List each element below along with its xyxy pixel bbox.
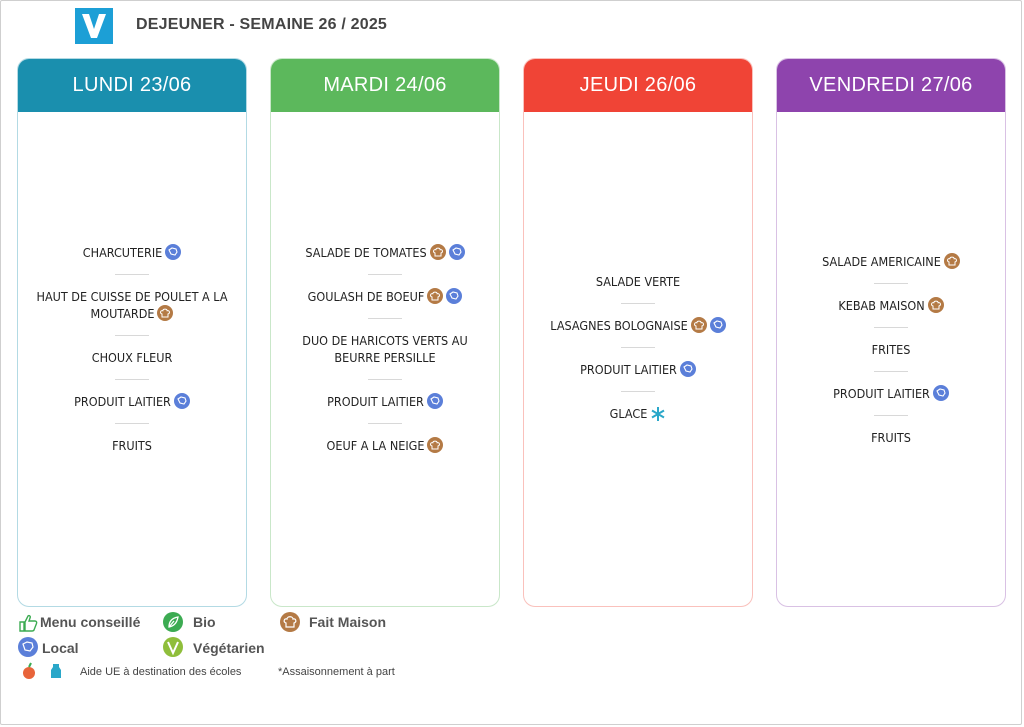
ue-school-aid-icon	[650, 406, 666, 426]
page-title: DEJEUNER - SEMAINE 26 / 2025	[136, 16, 388, 33]
dish-item: FRUITS	[27, 430, 237, 461]
dish-name: SALADE DE TOMATES	[305, 245, 427, 260]
thumbs-up-icon	[19, 614, 38, 632]
dish-name: OEUF A LA NEIGE	[326, 438, 425, 453]
dish-item: OEUF A LA NEIGE	[280, 430, 490, 461]
day-dishes: SALADE VERTE LASAGNES BOLOGNAISE PRODUIT L…	[524, 112, 752, 606]
dish-name: CHOUX FLEUR	[91, 350, 173, 365]
dish-divider	[874, 326, 908, 328]
day-dishes: SALADE DE TOMATES GOULASH DE BOEUF DUO DE …	[271, 112, 499, 606]
dish-name: SALADE AMERICAINE	[822, 253, 941, 269]
dish-item: GOULASH DE BOEUF	[280, 281, 490, 312]
vegetarian-icon	[163, 637, 183, 657]
dish-name: CHARCUTERIE	[82, 245, 163, 260]
dish-name: GOULASH DE BOEUF	[307, 289, 425, 304]
dish-name: PRODUIT LAITIER	[327, 394, 424, 409]
dish-name: GLACE	[609, 405, 648, 421]
local-icon	[446, 288, 463, 304]
milk-icon	[51, 664, 61, 678]
dish-name: HAUT DE CUISSE DE POULET A LA MOUTARDE	[36, 289, 228, 321]
local-icon	[932, 384, 949, 401]
dish-divider	[368, 379, 402, 380]
local-icon	[426, 393, 443, 409]
dish-item: HAUT DE CUISSE DE POULET A LA MOUTARDE	[27, 281, 237, 329]
fruit-icon	[23, 662, 35, 679]
dish-item: PRODUIT LAITIER	[280, 386, 490, 417]
dish-item: KEBAB MAISON	[786, 290, 996, 321]
chef-hat-icon	[280, 612, 300, 632]
dish-name: FRUITS	[871, 429, 911, 445]
fait-maison-icon	[157, 305, 174, 321]
day-dishes: SALADE AMERICAINE KEBAB MAISON FRITES PRODU…	[777, 112, 1005, 606]
dish-name: PRODUIT LAITIER	[580, 361, 677, 377]
dish-divider	[368, 318, 402, 319]
fait-maison-icon	[427, 288, 444, 304]
fait-maison-icon	[429, 244, 446, 260]
local-icon	[679, 360, 696, 377]
brand-logo	[75, 8, 113, 44]
dish-name: FRITES	[871, 341, 911, 357]
dish-name: PRODUIT LAITIER	[74, 394, 171, 409]
dish-item: FRITES	[786, 334, 996, 365]
dish-name: SALADE VERTE	[595, 273, 681, 289]
day-header: LUNDI 23/06	[18, 59, 246, 112]
local-icon	[165, 244, 182, 260]
fait-maison-icon	[427, 437, 444, 453]
fait-maison-icon	[690, 316, 707, 333]
day-header: MARDI 24/06	[271, 59, 499, 112]
dish-divider	[621, 390, 655, 392]
dish-divider	[621, 302, 655, 304]
dish-item: PRODUIT LAITIER	[786, 378, 996, 409]
bio-icon	[163, 612, 183, 632]
day-header: VENDREDI 27/06	[777, 59, 1005, 112]
local-icon	[18, 637, 38, 657]
dish-item: CHOUX FLEUR	[27, 342, 237, 373]
dish-item: PRODUIT LAITIER	[27, 386, 237, 417]
dish-name: DUO DE HARICOTS VERTS AU BEURRE PERSILLE	[302, 333, 468, 365]
dish-item: GLACE	[533, 398, 743, 433]
dish-item: CHARCUTERIE	[27, 237, 237, 268]
local-icon	[709, 316, 726, 333]
fait-maison-icon	[943, 252, 960, 269]
dish-divider	[368, 423, 402, 424]
dish-divider	[115, 423, 149, 424]
day-dishes: CHARCUTERIE HAUT DE CUISSE DE POULET A LA…	[18, 112, 246, 606]
dish-divider	[115, 335, 149, 336]
dish-item: FRUITS	[786, 422, 996, 453]
dish-divider	[368, 274, 402, 275]
dish-divider	[115, 274, 149, 275]
day-header: JEUDI 26/06	[524, 59, 752, 112]
dish-item: SALADE VERTE	[533, 266, 743, 297]
local-icon	[448, 244, 465, 260]
dish-item: SALADE DE TOMATES	[280, 237, 490, 268]
fait-maison-icon	[927, 296, 944, 313]
dish-item: PRODUIT LAITIER	[533, 354, 743, 385]
dish-divider	[874, 370, 908, 372]
dish-divider	[874, 282, 908, 284]
dish-divider	[115, 379, 149, 380]
dish-name: PRODUIT LAITIER	[833, 385, 930, 401]
dish-item: LASAGNES BOLOGNAISE	[533, 310, 743, 341]
dish-item: DUO DE HARICOTS VERTS AU BEURRE PERSILLE	[280, 325, 490, 373]
dish-name: KEBAB MAISON	[838, 297, 925, 313]
dish-item: SALADE AMERICAINE	[786, 246, 996, 277]
local-icon	[173, 393, 190, 409]
dish-name: LASAGNES BOLOGNAISE	[550, 317, 688, 333]
dish-divider	[621, 346, 655, 348]
dish-divider	[874, 414, 908, 416]
dish-name: FRUITS	[112, 438, 152, 453]
